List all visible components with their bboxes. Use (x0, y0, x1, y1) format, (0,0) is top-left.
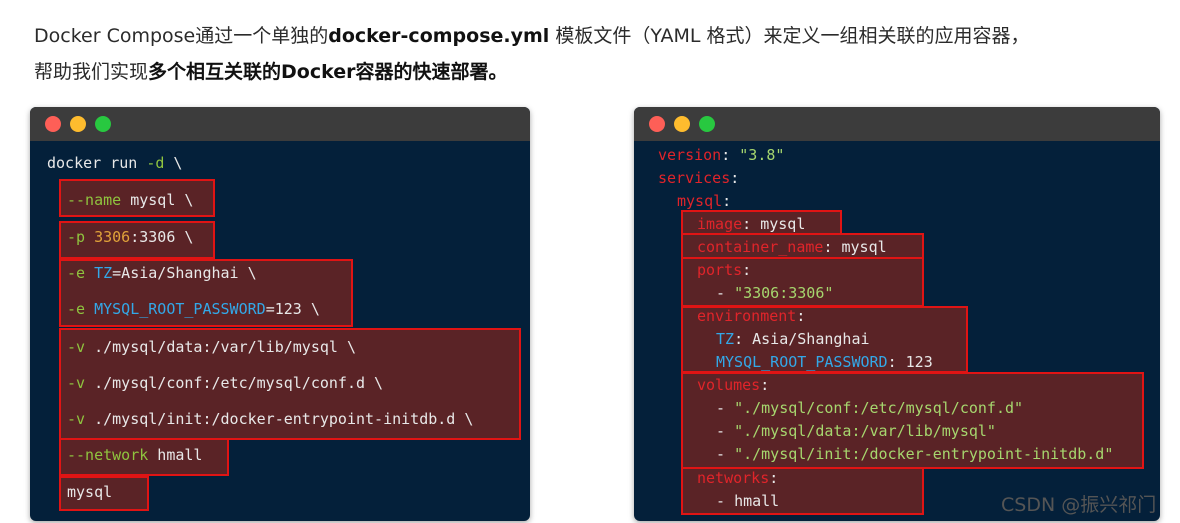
code-line-volume-data: -v ./mysql/data:/var/lib/mysql \ (67, 338, 356, 356)
yaml-line-volume-conf: - "./mysql/conf:/etc/mysql/conf.d" (716, 399, 1024, 417)
yaml-line-env-password: MYSQL_ROOT_PASSWORD: 123 (716, 353, 933, 371)
code-line-name: --name mysql \ (67, 191, 194, 209)
highlight-env (59, 259, 353, 327)
highlight-port (59, 221, 215, 259)
code-line-port: -p 3306:3306 \ (67, 228, 194, 246)
yaml-line-services: services: (658, 169, 740, 187)
watermark: CSDN @振兴祁门 (1001, 494, 1157, 516)
minimize-dot-icon (70, 116, 86, 132)
yaml-line-container-name: container_name: mysql (697, 238, 887, 256)
code-line-cmd: docker run -d \ (47, 154, 183, 172)
yaml-line-env-tz: TZ: Asia/Shanghai (716, 330, 870, 348)
yaml-line-port-value: - "3306:3306" (716, 284, 834, 302)
yaml-line-image: image: mysql (697, 215, 806, 233)
intro-paragraph: Docker Compose通过一个单独的docker-compose.yml … (34, 18, 1154, 90)
minimize-dot-icon (674, 116, 690, 132)
yaml-line-networks: networks: (697, 469, 779, 487)
yaml-line-volumes: volumes: (697, 376, 770, 394)
intro-text-1: Docker Compose通过一个单独的 (34, 25, 329, 47)
maximize-dot-icon (699, 116, 715, 132)
highlight-volumes (59, 328, 521, 440)
intro-text-2: 模板文件（YAML 格式）来定义一组相关联的应用容器， (549, 25, 1030, 47)
highlight-image (681, 210, 842, 237)
code-line-image: mysql (67, 483, 113, 501)
highlight-network (59, 438, 229, 476)
highlight-container-name (681, 233, 924, 260)
intro-bold-filename: docker-compose.yml (328, 25, 550, 47)
close-dot-icon (45, 116, 61, 132)
highlight-environment (681, 306, 968, 373)
highlight-image (59, 476, 149, 511)
code-line-volume-conf: -v ./mysql/conf:/etc/mysql/conf.d \ (67, 374, 384, 392)
intro-bold-summary: 多个相互关联的Docker容器的快速部署。 (148, 61, 508, 83)
yaml-line-version: version: "3.8" (658, 146, 785, 164)
close-dot-icon (649, 116, 665, 132)
yaml-line-environment: environment: (697, 307, 806, 325)
docker-compose-window: version: "3.8" services: mysql: image: m… (634, 107, 1160, 521)
yaml-line-network-value: - hmall (716, 492, 780, 510)
maximize-dot-icon (95, 116, 111, 132)
yaml-line-volume-data: - "./mysql/data:/var/lib/mysql" (716, 422, 996, 440)
highlight-volumes (681, 372, 1144, 469)
yaml-line-volume-init: - "./mysql/init:/docker-entrypoint-initd… (716, 445, 1114, 463)
window-titlebar (634, 107, 1160, 141)
yaml-line-ports: ports: (697, 261, 752, 279)
intro-text-3: 帮助我们实现 (34, 61, 149, 83)
yaml-line-mysql: mysql: (677, 192, 732, 210)
window-titlebar (30, 107, 530, 141)
code-line-env-password: -e MYSQL_ROOT_PASSWORD=123 \ (67, 300, 320, 318)
code-line-volume-init: -v ./mysql/init:/docker-entrypoint-initd… (67, 410, 474, 428)
docker-run-window: docker run -d \ --name mysql \ -p 3306:3… (30, 107, 530, 521)
highlight-name (59, 179, 215, 217)
highlight-networks (681, 467, 924, 515)
code-line-network: --network hmall (67, 446, 203, 464)
code-line-env-tz: -e TZ=Asia/Shanghai \ (67, 264, 257, 282)
highlight-ports (681, 257, 924, 307)
